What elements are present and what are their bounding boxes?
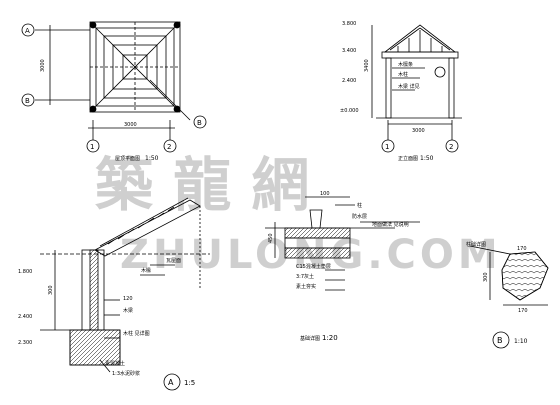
plan-title: 屋顶平面图: [115, 156, 140, 162]
plan-grid-bubble-2: [163, 139, 177, 153]
elev-title: 正立面图: [398, 155, 418, 162]
det-b-dim-top: 170: [517, 246, 527, 252]
plan-post-1: [89, 21, 97, 29]
det-a-note-3: 木梁: [123, 307, 133, 314]
elev-grid-label-2: 2: [449, 143, 453, 151]
elev-note-2: 木柱: [398, 71, 408, 78]
plan-post-2: [173, 21, 181, 29]
plan-grid-bubble-1: [86, 139, 100, 153]
elev-note-3: 木梁 详见: [398, 83, 420, 90]
sec-slab: [284, 227, 351, 239]
det-a-post-core: [89, 249, 99, 331]
elev-level-base: ±0.000: [340, 108, 359, 114]
plan-post-3: [89, 105, 97, 113]
det-a-level-2: 2.400: [18, 314, 32, 320]
det-a-scale: 1:5: [184, 379, 195, 387]
sec-note-6: 地面做法 见说明: [372, 221, 409, 228]
elev-level-top: 3.800: [342, 21, 356, 27]
det-a-callout: [163, 373, 181, 391]
plan-grid-label-a: B: [25, 97, 30, 105]
plan-grid-bubble-b: [21, 23, 35, 37]
elev-roof-line-2: [419, 27, 451, 51]
det-a-note-6: 素混凝土: [105, 360, 125, 367]
det-a-leader-4: [99, 359, 111, 373]
plan-post-4: [173, 105, 181, 113]
det-a-tile-line: [99, 197, 189, 247]
sec-note-4: 素土夯实: [296, 283, 316, 290]
front-elevation-text: 3.800 3.400 2.400 ±0.000 3400 3000 木檩条 木…: [340, 21, 453, 162]
elev-scale: 1:50: [420, 155, 434, 162]
det-a-note-2: 木椽: [141, 267, 151, 274]
det-a-level-3: 2.300: [18, 340, 32, 346]
det-b-base-grain: [501, 251, 549, 301]
elev-grid-bubble-1: [381, 139, 395, 153]
elev-dim-side: 3400: [364, 59, 370, 72]
elev-note-1: 木檩条: [398, 61, 413, 68]
plan-grid-label-2: 2: [167, 143, 171, 151]
det-b-dim-h: 300: [483, 272, 489, 282]
detail-b-text: 柱础详图 300 170 170 B 1:10: [466, 241, 528, 345]
plan-scale: 1:50: [145, 155, 159, 162]
sec-soil: [284, 247, 351, 259]
sec-title: 基础详图: [300, 335, 320, 342]
det-a-dim-b: 120: [123, 296, 133, 302]
elev-beam: [381, 51, 459, 59]
elev-roof-line-1: [389, 27, 421, 51]
elev-level-low: 2.400: [342, 78, 356, 84]
det-a-note-1: 瓦屋面: [166, 258, 181, 264]
detail-a-text: 1.800 2.400 2.300 300 120 瓦屋面 木椽 木梁 木柱 见…: [18, 258, 195, 387]
elev-post-left: [385, 57, 392, 119]
sec-note-2: C15混凝土垫层: [296, 263, 331, 270]
detail-a: [40, 197, 210, 391]
elev-callout-a: [434, 66, 446, 78]
det-a-dim-a: 300: [48, 285, 54, 295]
det-b-callout: [492, 331, 510, 349]
sec-scale: 1:20: [322, 334, 338, 342]
det-a-note-5: 1:3水泥砂浆: [112, 370, 140, 377]
plan-dim-side: 3000: [40, 59, 46, 72]
sec-column: [309, 209, 323, 229]
det-b-title: 柱础详图: [466, 241, 486, 248]
foundation-section: [265, 196, 420, 291]
sec-note-5: 防水层: [352, 213, 367, 220]
det-a-note-4: 木柱 见详图: [123, 330, 150, 337]
det-a-callout-letter: A: [168, 378, 174, 387]
elev-post-right: [448, 57, 455, 119]
plan-leader: [149, 79, 191, 121]
plan-grid-bubble-a: [21, 93, 35, 107]
foundation-section-text: 100 450 柱 C15混凝土垫层 3:7灰土 素土夯实 防水层 地面做法 见…: [268, 191, 409, 342]
sec-dim-left: 450: [268, 233, 274, 243]
roof-plan-text: A B 1 2 B 3000 3000 屋顶平面图 1:50: [25, 27, 202, 162]
plan-grid-label-1: 1: [90, 143, 94, 151]
detail-b: [469, 245, 549, 349]
det-b-leader: [469, 245, 511, 255]
watermark-chars: 築 龍 網: [95, 151, 309, 219]
det-a-base-hatch: [69, 329, 121, 366]
plan-dim-bottom: 3000: [124, 122, 137, 128]
plan-grid-label-b2: B: [197, 119, 202, 127]
det-a-tiles: [107, 206, 175, 245]
watermark: 築 龍 網 ZHULONG.COM: [95, 151, 498, 278]
det-b-scale: 1:10: [514, 338, 528, 345]
sec-note-3: 3:7灰土: [296, 273, 314, 280]
roof-plan: [21, 21, 207, 153]
elev-dim-bottom: 3000: [412, 128, 425, 134]
elev-grid-bubble-2: [445, 139, 459, 153]
elev-level-mid: 3.400: [342, 48, 356, 54]
det-a-level-1: 1.800: [18, 269, 32, 275]
front-elevation: [371, 24, 462, 153]
det-b-dim-bottom: 170: [518, 308, 528, 314]
sec-note-1: 柱: [357, 202, 362, 209]
sec-dim-top: 100: [320, 191, 330, 197]
plan-grid-label-b: A: [25, 27, 30, 35]
elev-grid-label-1: 1: [385, 143, 389, 151]
plan-grid-bubble-b2: [193, 115, 207, 129]
det-b-callout-letter: B: [497, 336, 503, 345]
